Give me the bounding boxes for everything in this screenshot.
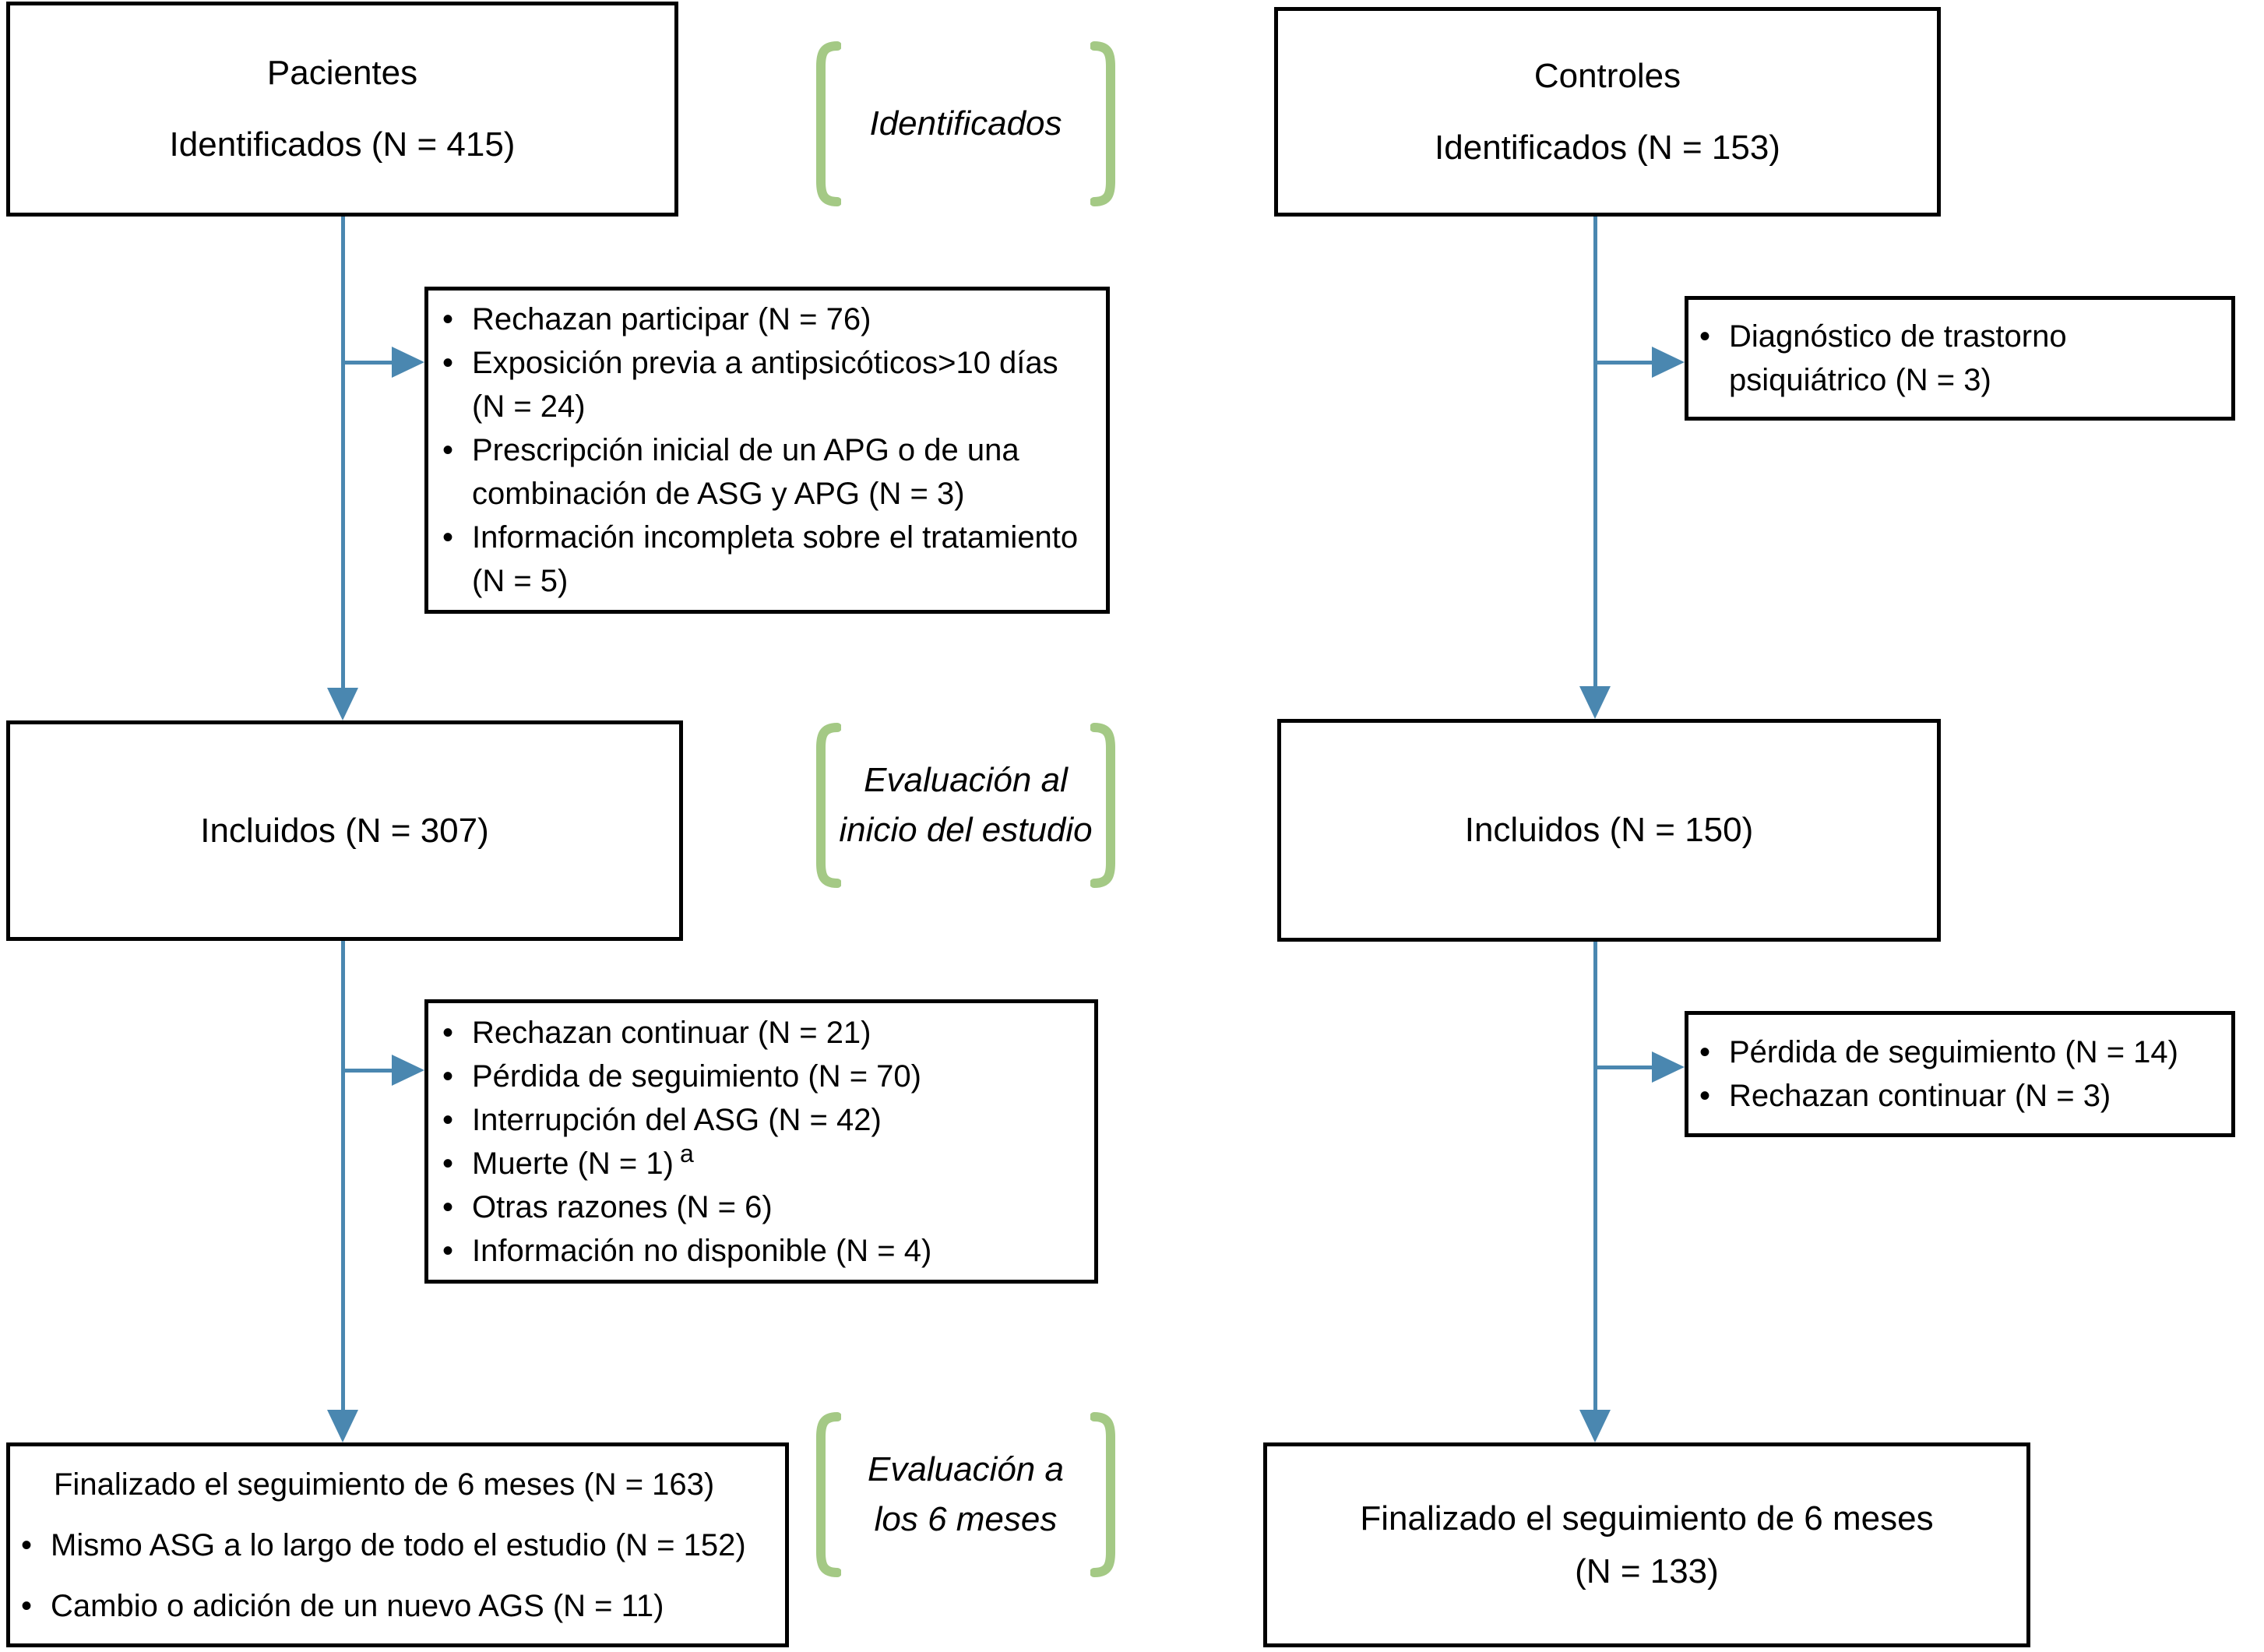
- bullet-icon: •: [1699, 1035, 1711, 1069]
- arrow-down-controls-1: [1579, 686, 1611, 719]
- controls-exclusion-initial-box: • Diagnóstico de trastorno psiquiátrico …: [1685, 296, 2235, 421]
- controls-completed-line2: (N = 133): [1575, 1552, 1719, 1590]
- bullet-icon: •: [21, 1527, 33, 1562]
- bullet-icon: •: [1699, 1079, 1711, 1113]
- patients-identified-box: Pacientes Identificados (N = 415): [6, 2, 678, 217]
- arrow-down-controls-2: [1579, 1410, 1611, 1442]
- bullet-icon: •: [442, 1058, 454, 1094]
- list-item: • Pérdida de seguimiento (N = 70): [442, 1055, 1086, 1098]
- stage2-label-line1: Evaluación al: [864, 761, 1068, 799]
- bullet-icon: •: [442, 1015, 454, 1050]
- patients-included-box: Incluidos (N = 307): [6, 720, 683, 941]
- bullet-icon: •: [442, 1233, 454, 1268]
- arrow-line-patients-1: [341, 217, 345, 688]
- controls-completed-line1: Finalizado el seguimiento de 6 meses: [1360, 1499, 1934, 1538]
- controls-identified-line2: Identificados (N = 153): [1435, 128, 1780, 167]
- arrow-line-controls-exclusion-1: [1593, 361, 1652, 365]
- controls-identified-box: Controles Identificados (N = 153): [1274, 7, 1941, 217]
- list-item: • Mismo ASG a lo largo de todo el estudi…: [21, 1525, 776, 1566]
- list-item: • Prescripción inicial de un APG o de un…: [442, 428, 1097, 516]
- bullet-icon: •: [442, 302, 454, 336]
- controls-exclusion-followup-box: • Pérdida de seguimiento (N = 14) • Rech…: [1685, 1011, 2235, 1137]
- patients-exclusion-initial-box: • Rechazan participar (N = 76) • Exposic…: [424, 287, 1110, 614]
- patients-completed-header: Finalizado el seguimiento de 6 meses (N …: [54, 1467, 715, 1502]
- controls-completed-box: Finalizado el seguimiento de 6 meses (N …: [1263, 1442, 2030, 1647]
- bullet-icon: •: [442, 346, 454, 380]
- bullet-icon: •: [21, 1588, 33, 1623]
- list-item: • Exposición previa a antipsicóticos>10 …: [442, 341, 1097, 428]
- arrow-down-patients-1: [327, 688, 358, 720]
- list-item-muerte: • Muerte (N = 1)a: [442, 1139, 1086, 1185]
- list-item: • Cambio o adición de un nuevo AGS (N = …: [21, 1586, 776, 1626]
- stage2-bracket-right-icon: [1090, 723, 1117, 888]
- stage3-bracket-right-icon: [1090, 1412, 1117, 1577]
- list-item: • Rechazan participar (N = 76): [442, 298, 1097, 341]
- stage3-bracket-left-icon: [815, 1412, 841, 1577]
- stage2-label: Evaluación al inicio del estudio: [833, 723, 1098, 888]
- bullet-icon: •: [442, 520, 454, 555]
- footnote-marker: a: [679, 1139, 694, 1168]
- stage1-label: Identificados: [869, 104, 1062, 143]
- patients-exclusion-followup-box: • Rechazan continuar (N = 21) • Pérdida …: [424, 999, 1098, 1284]
- arrow-line-patients-2: [341, 941, 345, 1410]
- list-item: • Otras razones (N = 6): [442, 1185, 1086, 1229]
- controls-included-label: Incluidos (N = 150): [1464, 811, 1754, 849]
- patients-included-label: Incluidos (N = 307): [200, 811, 489, 850]
- arrow-line-controls-exclusion-2: [1593, 1066, 1652, 1069]
- bullet-icon: •: [442, 433, 454, 467]
- controls-included-box: Incluidos (N = 150): [1277, 719, 1941, 942]
- arrow-down-patients-2: [327, 1410, 358, 1442]
- list-item: • Pérdida de seguimiento (N = 14): [1699, 1030, 2225, 1074]
- patients-completed-box: Finalizado el seguimiento de 6 meses (N …: [6, 1442, 789, 1647]
- arrow-right-patients-exclusion-2: [392, 1055, 424, 1086]
- arrow-right-patients-exclusion-1: [392, 347, 424, 378]
- arrow-right-controls-exclusion-1: [1652, 347, 1685, 378]
- stage1-bracket-left-icon: [815, 41, 841, 206]
- stage3-label: Evaluación a los 6 meses: [833, 1412, 1098, 1577]
- controls-identified-line1: Controles: [1533, 56, 1681, 95]
- list-item: • Rechazan continuar (N = 3): [1699, 1074, 2225, 1118]
- arrow-right-controls-exclusion-2: [1652, 1051, 1685, 1083]
- arrow-line-controls-2: [1593, 942, 1597, 1410]
- bullet-icon: •: [1699, 319, 1711, 354]
- list-item: • Diagnóstico de trastorno psiquiátrico …: [1699, 315, 2225, 402]
- patients-identified-line2: Identificados (N = 415): [169, 125, 516, 164]
- bullet-icon: •: [442, 1102, 454, 1137]
- arrow-line-controls-1: [1593, 217, 1597, 686]
- stage3-label-line2: los 6 meses: [874, 1500, 1058, 1538]
- stage1-bracket-right-icon: [1090, 41, 1117, 206]
- list-item: • Rechazan continuar (N = 21): [442, 1011, 1086, 1055]
- bullet-icon: •: [442, 1146, 454, 1181]
- arrow-line-patients-exclusion-2: [341, 1069, 392, 1073]
- patients-identified-line1: Pacientes: [266, 54, 418, 92]
- bullet-icon: •: [442, 1189, 454, 1224]
- stage2-label-line2: inicio del estudio: [839, 811, 1093, 849]
- list-item: • Información no disponible (N = 4): [442, 1229, 1086, 1273]
- list-item: • Interrupción del ASG (N = 42): [442, 1098, 1086, 1142]
- list-item: • Información incompleta sobre el tratam…: [442, 516, 1097, 603]
- stage2-bracket-left-icon: [815, 723, 841, 888]
- arrow-line-patients-exclusion-1: [341, 361, 392, 365]
- stage3-label-line1: Evaluación a: [868, 1450, 1064, 1488]
